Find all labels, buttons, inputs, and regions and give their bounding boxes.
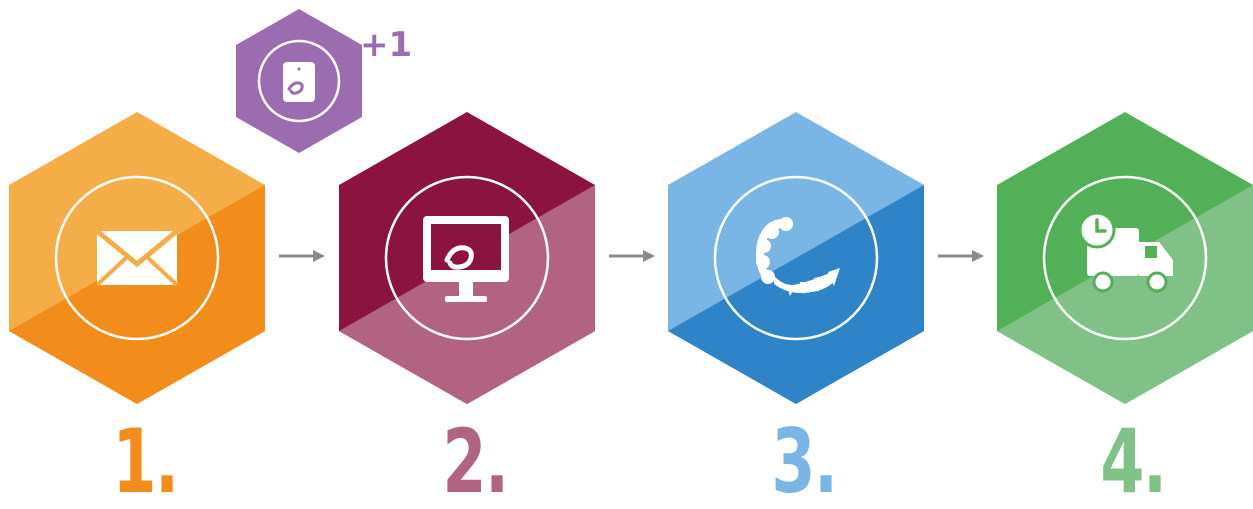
- envelope-icon: [95, 229, 179, 287]
- step-1-hexagon: [9, 112, 265, 404]
- clock-icon: [1078, 211, 1116, 249]
- dental-aligner-icon: [756, 217, 840, 296]
- delivery-truck-icon: [1078, 211, 1173, 293]
- step-3-number: 3.: [771, 410, 838, 509]
- scan-kit-hexagon: [236, 9, 362, 153]
- scan-kit-icon: [283, 62, 315, 102]
- step-3-hexagon: [668, 112, 924, 404]
- step-2-number: 2.: [442, 410, 509, 509]
- arrow-1: [279, 248, 327, 269]
- step-1-number: 1.: [112, 410, 179, 509]
- step-4-number: 4.: [1100, 410, 1167, 509]
- arrow-3: [938, 248, 986, 269]
- step-4-hexagon: [997, 112, 1253, 404]
- arrow-2: [609, 248, 657, 269]
- step-2-hexagon: [339, 112, 595, 404]
- monitor-icon: [423, 216, 509, 302]
- extra-badge: +1: [360, 25, 413, 65]
